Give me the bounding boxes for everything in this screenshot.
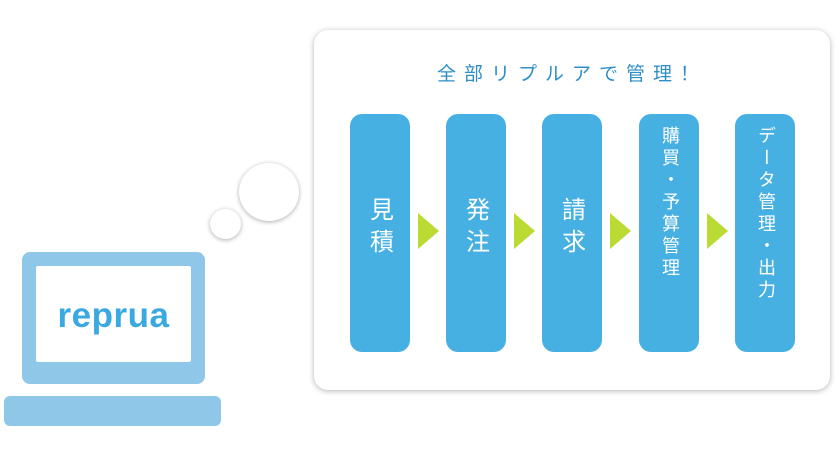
arrow-right-icon <box>418 213 439 249</box>
arrow-right-icon <box>610 213 631 249</box>
step-order: 発注 <box>446 114 506 352</box>
step-invoice: 請求 <box>542 114 602 352</box>
step-label: データ管理・出力 <box>755 126 776 302</box>
laptop-base <box>4 396 221 426</box>
step-label: 請求 <box>557 197 586 261</box>
process-panel: 全部リプルアで管理！ 見積 発注 請求 購買・予算管理 データ管理・出力 <box>314 30 830 390</box>
thought-bubble-small <box>210 209 241 239</box>
step-purchase-budget: 購買・予算管理 <box>639 114 699 352</box>
panel-title: 全部リプルアで管理！ <box>436 63 707 85</box>
step-label: 発注 <box>461 197 490 261</box>
laptop-screen: reprua <box>22 252 205 384</box>
arrow-right-icon <box>707 213 728 249</box>
laptop-display: reprua <box>36 266 191 362</box>
thought-bubble-large <box>239 163 299 221</box>
reprua-logo: reprua <box>57 295 170 335</box>
step-estimate: 見積 <box>350 114 410 352</box>
arrow-right-icon <box>514 213 535 249</box>
step-data-output: データ管理・出力 <box>735 114 795 352</box>
step-label: 見積 <box>365 197 394 261</box>
step-label: 購買・予算管理 <box>659 126 680 280</box>
